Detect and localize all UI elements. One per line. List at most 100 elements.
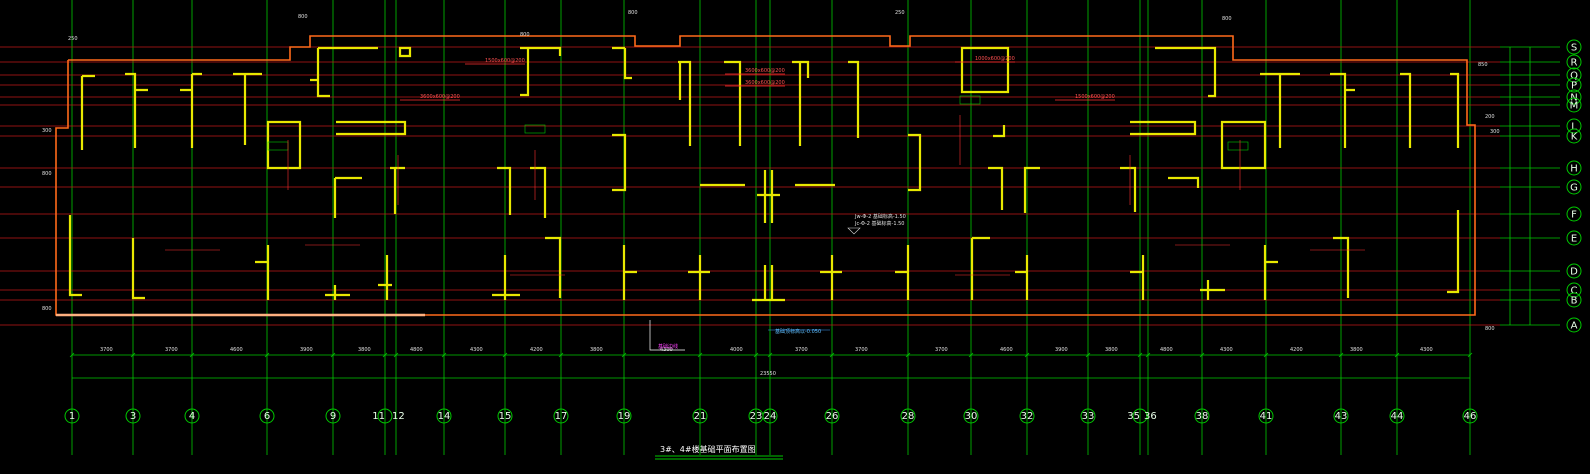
axis-bubble-28 [900, 408, 916, 424]
wall-segment-14 [1155, 46, 1217, 98]
axis-label-H: H [1570, 164, 1578, 175]
wall-segment-53 [1447, 210, 1460, 294]
wall-segment-34 [1120, 166, 1137, 212]
axis-label-23: 23 [750, 411, 763, 422]
axis-bubble-35 [1132, 408, 1148, 424]
axis-bubble-M [1566, 97, 1582, 113]
axis-bubble-14 [436, 408, 452, 424]
dim-tick-19 [1137, 352, 1143, 358]
wall-segment-12 [960, 46, 1010, 94]
bottom-dim-text-10: 4000 [730, 347, 743, 353]
axis-bubble-R [1566, 54, 1582, 70]
center-note-1: Jw-Φ-2 基础标高-1.50 [854, 213, 906, 220]
axis-label-14: 14 [438, 411, 451, 422]
axis-bubble-3 [125, 408, 141, 424]
axis-label-E: E [1571, 234, 1577, 245]
wall-segment-45 [752, 265, 785, 302]
axis-bubble-1 [64, 408, 80, 424]
dim-tick-3 [264, 352, 270, 358]
wall-segment-26 [530, 166, 547, 218]
wall-segment-32 [988, 166, 1004, 210]
wall-segment-46 [820, 255, 842, 300]
wall-segment-25 [497, 166, 512, 215]
red-axis-lines [0, 46, 1500, 326]
wall-segment-52 [1333, 236, 1350, 298]
bottom-dim-text-0: 3700 [100, 347, 113, 353]
axis-bubble-H [1566, 160, 1582, 176]
top-dim-text-4: 250 [68, 36, 78, 42]
wall-segment-29 [757, 170, 780, 223]
axis-bubble-19 [616, 408, 632, 424]
axis-label-33: 33 [1082, 411, 1095, 422]
dim-tick-2 [189, 352, 195, 358]
wall-segment-7 [612, 46, 632, 80]
building-outline [55, 35, 1476, 317]
axis-label-26: 26 [826, 411, 839, 422]
bottom-dim-text-7: 4200 [530, 347, 543, 353]
wall-segment-31 [908, 133, 922, 192]
top-dim-text-0: 800 [628, 10, 638, 16]
axis-label-28: 28 [902, 411, 915, 422]
elevation-marker [847, 227, 861, 235]
dim-tick-25 [1467, 352, 1473, 358]
wall-segment-9 [724, 60, 742, 146]
axis-label-6: 6 [264, 411, 270, 422]
drawing-title: 3#、4#楼基础平面布置图 [660, 444, 756, 454]
axis-label-32: 32 [1021, 411, 1034, 422]
wall-segment-10 [792, 60, 810, 146]
axis-bubble-44 [1389, 408, 1405, 424]
bottom-dim-right-9: 4300 [1420, 347, 1433, 353]
axis-label-21: 21 [694, 411, 707, 422]
axis-bubble-46 [1462, 408, 1478, 424]
wall-segment-4 [310, 46, 378, 98]
bottom-dim-right-2: 4600 [1000, 347, 1013, 353]
axis-bubble-24 [762, 408, 778, 424]
right-dim-text-1: 200 [1485, 114, 1495, 120]
axis-label-15: 15 [499, 411, 512, 422]
wall-segment-39 [325, 285, 350, 300]
axis-bubble-32 [1019, 408, 1035, 424]
wall-segment-16 [1330, 72, 1355, 148]
bottom-dim-right-0: 3700 [855, 347, 868, 353]
axis-bubble-21 [692, 408, 708, 424]
wall-segment-6 [520, 46, 562, 97]
top-dim-text-5: 800 [520, 32, 530, 38]
wall-segment-22 [1220, 120, 1267, 170]
callout-text-3: 1000x600@200 [975, 56, 1015, 62]
bottom-dim-text-8: 3800 [590, 347, 603, 353]
wall-segment-44 [688, 255, 710, 300]
axis-label-A: A [1571, 321, 1578, 332]
axis-bubble-A [1566, 317, 1582, 333]
axis-label-46: 46 [1464, 411, 1477, 422]
bottom-dim-right-3: 3900 [1055, 347, 1068, 353]
wall-segment-48 [970, 236, 990, 300]
wall-tag-1 [1227, 141, 1249, 151]
dim-tick-13 [767, 352, 773, 358]
right-dim-text-0: 850 [1478, 62, 1488, 68]
wall-segment-20 [1130, 120, 1197, 136]
axis-label-12: 12 [392, 411, 405, 422]
wall-tag-2 [959, 95, 981, 105]
bottom-dim-right-8: 3800 [1350, 347, 1363, 353]
axis-bubble-G [1566, 179, 1582, 195]
bottom-dim-right-4: 3800 [1105, 347, 1118, 353]
dim-tick-21 [1199, 352, 1205, 358]
bottom-dim-right-1: 3700 [935, 347, 948, 353]
axis-bubble-K [1566, 128, 1582, 144]
axis-label-4: 4 [189, 411, 195, 422]
axis-label-B: B [1571, 296, 1578, 307]
axis-label-38: 38 [1196, 411, 1209, 422]
dim-tick-18 [1085, 352, 1091, 358]
dim-tick-9 [558, 352, 564, 358]
axis-label-30: 30 [965, 411, 978, 422]
dim-tick-10 [621, 352, 627, 358]
axis-label-M: M [1570, 101, 1579, 112]
axis-bubble-B [1566, 292, 1582, 308]
dim-tick-22 [1263, 352, 1269, 358]
axis-label-R: R [1571, 58, 1578, 69]
